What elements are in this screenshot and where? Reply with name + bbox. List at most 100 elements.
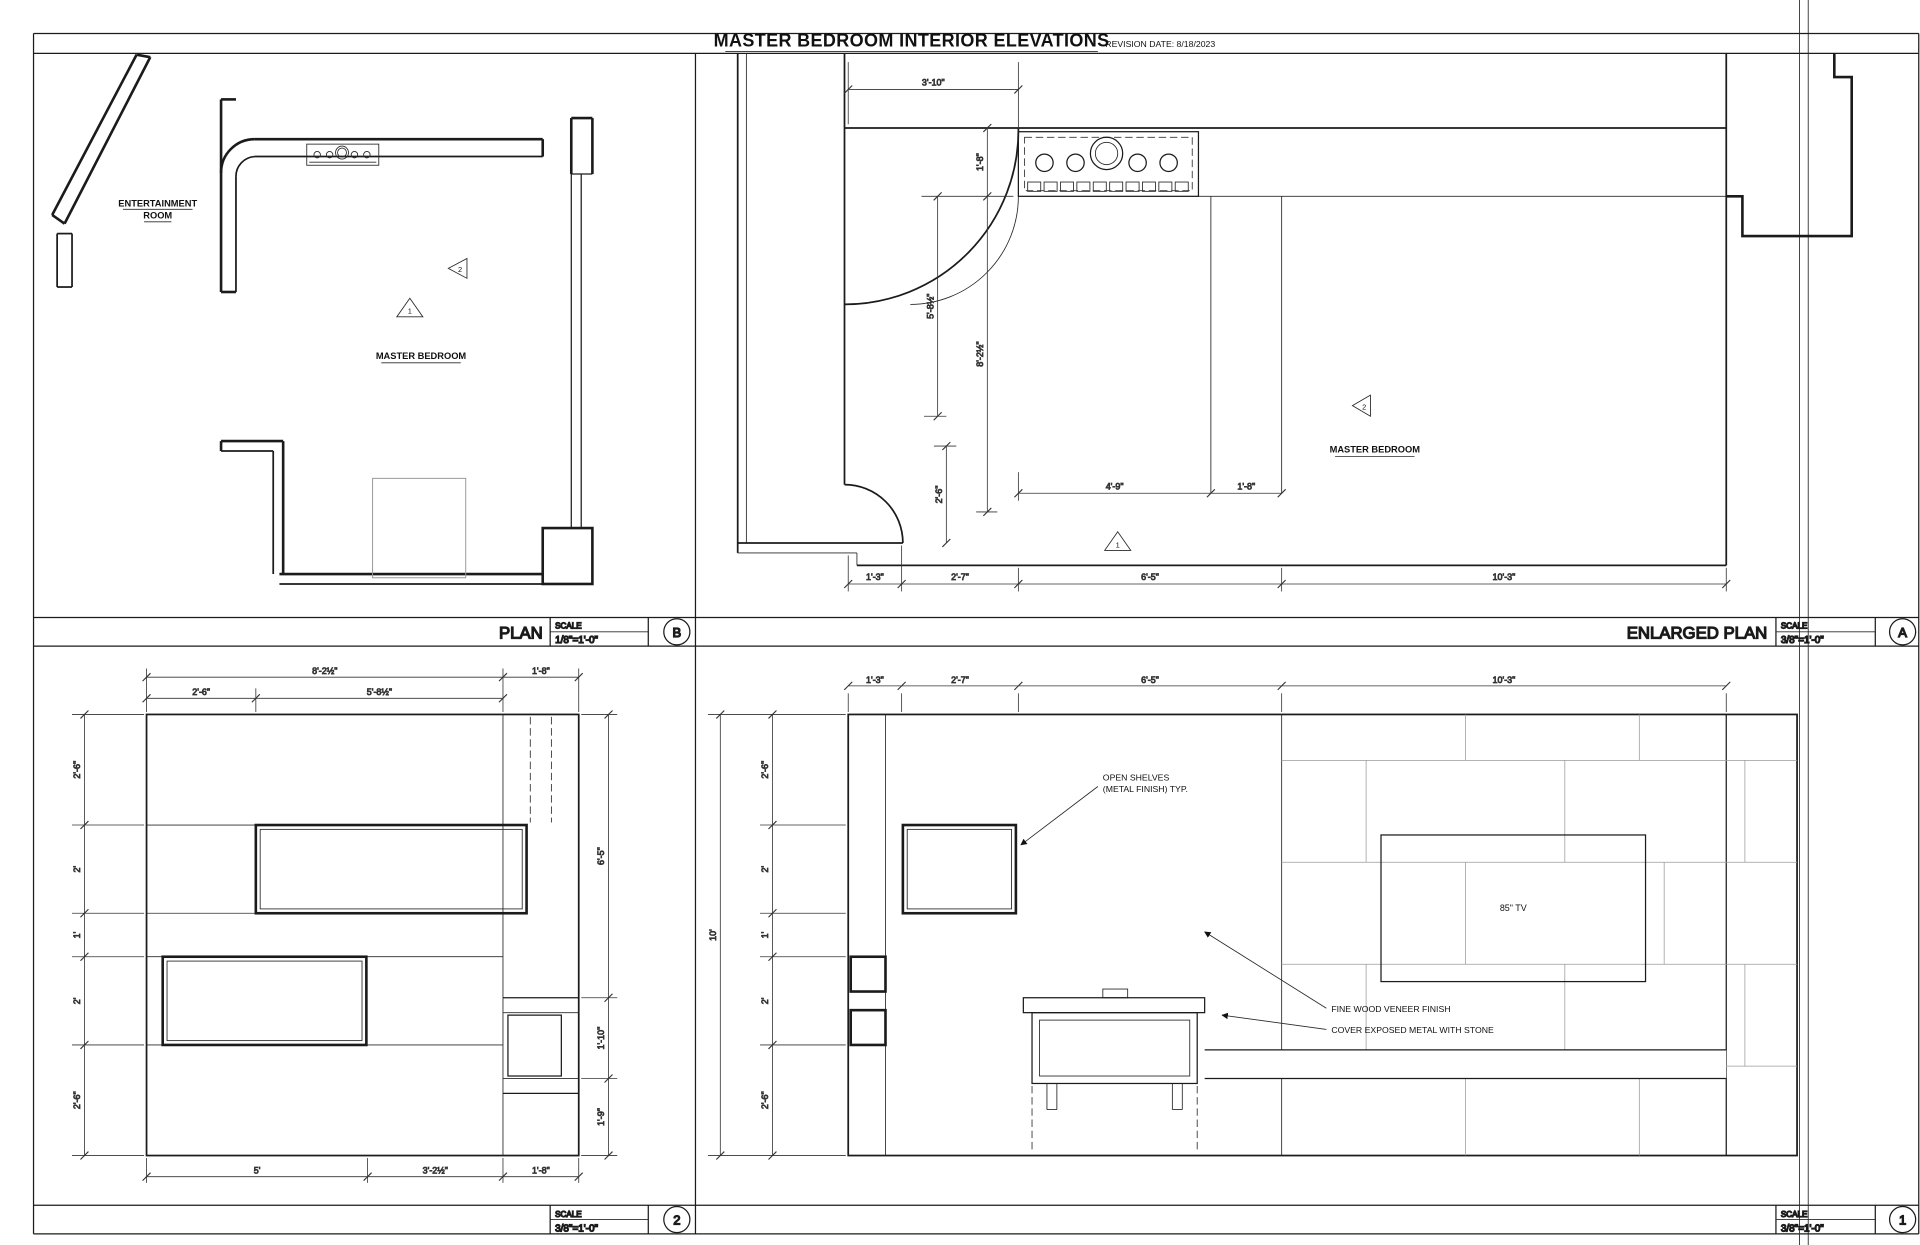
dim-alcove: 4'-9" (1106, 482, 1124, 492)
elev-1-scale-label: SCALE (1781, 1210, 1808, 1219)
plan-b-ref-bubble (663, 618, 691, 646)
dim-t2: 2'-7" (951, 675, 969, 685)
dim-b4: 10'-3" (1493, 572, 1516, 582)
dim-l3: 1' (72, 931, 82, 938)
plan-a-scale-label: SCALE (1781, 622, 1808, 631)
sheet-frame (32, 0, 1920, 1245)
dim-l2: 2' (72, 866, 82, 873)
firebox-glass (1039, 1019, 1191, 1077)
elev-1-hearth-band (1204, 1049, 1727, 1080)
plan-a-title: ENLARGED PLAN (1627, 624, 1768, 643)
plan-a-ref-bubble (1888, 618, 1917, 646)
dim-l2: 2' (760, 866, 770, 873)
dim-b2: 2'-7" (951, 572, 969, 582)
elev-1-wall (847, 713, 1798, 1157)
tv-label: 85" TV (1500, 903, 1527, 913)
dim-b1: 1'-3" (866, 572, 884, 582)
master-bedroom-label: MASTER BEDROOM (376, 351, 467, 361)
elev-1-dimensions: 1'-3" 2'-7" 6'-5" 10'-3" 10' 2'-6" 2' 1'… (708, 674, 1731, 1161)
sheet-title: MASTER BEDROOM INTERIOR ELEVATIONS (714, 31, 1110, 51)
sheet-title-block: MASTER BEDROOM INTERIOR ELEVATIONS REVIS… (714, 31, 1215, 52)
leader-open-shelves (1020, 786, 1099, 846)
elevation-marker-1: 1 (1116, 540, 1120, 549)
plan-b-scale-label: SCALE (555, 622, 582, 631)
elev-2-ref: 2 (673, 1212, 680, 1227)
dim-t4: 5'-8½" (367, 687, 392, 697)
elevation-1-panel: 85" TV OPEN SHELVES (METAL FINISH) TYP. … (708, 674, 1798, 1161)
plan-b-title: PLAN (499, 624, 543, 643)
dim-top: 3'-10" (922, 78, 945, 88)
dim-t3: 2'-6" (192, 687, 210, 697)
elevation-marker-2: 2 (1362, 402, 1366, 411)
plan-a-ref: A (1898, 625, 1907, 640)
plan-b-scale-value: 1/8"=1'-0" (555, 635, 598, 646)
dim-console-depth: 1'-8" (975, 153, 985, 171)
note-open-shelves-2: (METAL FINISH) TYP. (1103, 784, 1188, 794)
dim-b1: 5' (254, 1166, 261, 1176)
elev-2-fireplace-column (502, 997, 579, 1095)
elev-1-annotations: OPEN SHELVES (METAL FINISH) TYP. FINE WO… (1020, 772, 1494, 1035)
elev-2-niche (254, 823, 528, 915)
plan-b-walls (51, 53, 594, 586)
elev-1-open-shelf (849, 823, 1018, 1047)
dim-v2: 8'-2½" (975, 341, 985, 366)
dim-l4: 2' (72, 997, 82, 1004)
note-open-shelves: OPEN SHELVES (1103, 772, 1170, 782)
plan-a-console (1017, 131, 1200, 197)
dim-v3: 2'-6" (934, 486, 944, 504)
panel-title-strips: PLAN SCALE 1/8"=1'-0" B ENLARGED PLAN SC… (498, 617, 1917, 1235)
plan-b-ref: B (672, 625, 681, 640)
dim-t1: 1'-3" (866, 675, 884, 685)
note-veneer: FINE WOOD VENEER FINISH (1331, 1004, 1450, 1014)
elev-1-ref: 1 (1899, 1212, 1906, 1227)
plan-b-console (306, 143, 380, 166)
dim-b3: 6'-5" (1141, 572, 1159, 582)
dim-ticks (715, 681, 1731, 1161)
enlarged-plan-panel: 3'-10" 1'-8" 5'-8½" 8'-2½" 2'-6" 4'-9" 1… (736, 53, 1853, 592)
tv: 85" TV (1380, 834, 1647, 983)
plan-a-dimensions: 3'-10" 1'-8" 5'-8½" 8'-2½" 2'-6" 4'-9" 1… (843, 62, 1731, 592)
elevation-marker-1: 1 (408, 307, 412, 316)
entertainment-room-label: ENTERTAINMENT (118, 198, 197, 208)
dim-l3: 1' (760, 931, 770, 938)
dim-b2: 3'-2½" (423, 1166, 448, 1176)
dim-b3: 1'-8" (532, 1166, 550, 1176)
firebox (507, 1014, 562, 1077)
elev-2-scale-label: SCALE (555, 1210, 582, 1219)
elev-1-stone-pattern (1281, 714, 1798, 1156)
plan-b-furniture (372, 477, 467, 579)
plan-a-scale-value: 3/8"=1'-0" (1781, 635, 1824, 646)
revision-date: REVISION DATE: 8/18/2023 (1105, 39, 1215, 49)
plan-b-labels: ENTERTAINMENT ROOM MASTER BEDROOM (118, 198, 467, 364)
plan-a-labels: MASTER BEDROOM (1330, 444, 1420, 458)
dim-t2: 1'-8" (532, 666, 550, 676)
leader-stone (1221, 1012, 1327, 1030)
elev-1-ref-bubble (1888, 1205, 1917, 1234)
dim-l5: 2'-6" (760, 1091, 770, 1109)
dim-v1: 5'-8½" (925, 294, 935, 319)
dim-l1: 2'-6" (72, 761, 82, 779)
dim-l5: 2'-6" (72, 1091, 82, 1109)
elev-2-ref-bubble (663, 1205, 691, 1234)
elev-2-scale-value: 3/8"=1'-0" (555, 1223, 598, 1234)
note-stone: COVER EXPOSED METAL WITH STONE (1331, 1025, 1494, 1035)
dim-r2: 1'-10" (596, 1027, 606, 1050)
elev-1-scale-value: 3/8"=1'-0" (1781, 1223, 1824, 1234)
elev-2-dimensions: 8'-2½" 1'-8" 2'-6" 5'-8½" 2'-6" 2' 1' 2'… (72, 666, 618, 1183)
dim-t3: 6'-5" (1141, 675, 1159, 685)
plan-b-panel: 2 1 ENTERTAINMENT ROOM MASTER BEDROOM (51, 53, 594, 586)
elev-2-wall (145, 713, 580, 1157)
dim-r3: 1'-9" (596, 1108, 606, 1126)
dim-height: 10' (708, 929, 718, 941)
dim-alcove-side: 1'-8" (1237, 482, 1255, 492)
dim-t1: 8'-2½" (312, 666, 337, 676)
elevation-marker-2: 2 (458, 265, 462, 274)
leader-veneer (1204, 931, 1327, 1009)
plan-b-elevation-markers: 2 1 (395, 257, 468, 318)
dim-r1: 6'-5" (596, 847, 606, 865)
dim-l1: 2'-6" (760, 761, 770, 779)
dim-l4: 2' (760, 997, 770, 1004)
dim-t4: 10'-3" (1493, 675, 1516, 685)
plan-a-walls (736, 53, 1853, 567)
